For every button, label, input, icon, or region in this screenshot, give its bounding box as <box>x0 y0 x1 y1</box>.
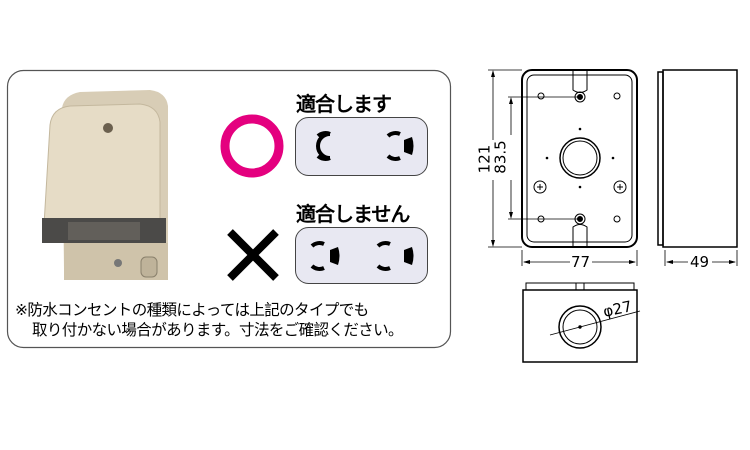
incompatible-label: 適合しません <box>296 202 410 226</box>
dimension-height: 121 <box>475 144 494 174</box>
dimension-depth: 49 <box>690 253 710 271</box>
dimension-lines <box>488 69 738 266</box>
dimension-width: 77 <box>571 253 591 271</box>
incompatible-socket-icon <box>295 227 428 284</box>
note-line-2: 取り付かない場合があります。寸法をご確認ください。 <box>32 321 404 339</box>
box-side-view <box>657 69 738 248</box>
note-line-1: ※防水コンセントの種類によっては上記のタイプでも <box>15 301 369 319</box>
incompatible-x-icon <box>227 229 279 281</box>
dimension-screw-pitch: 83.5 <box>491 140 510 174</box>
compatible-label: 適合します <box>296 92 392 116</box>
compatible-socket-icon <box>295 117 428 176</box>
box-bottom-view <box>522 282 641 363</box>
box-front-view <box>521 69 638 248</box>
waterproof-outlet-photo <box>42 90 168 280</box>
compatible-circle-icon <box>220 114 284 178</box>
